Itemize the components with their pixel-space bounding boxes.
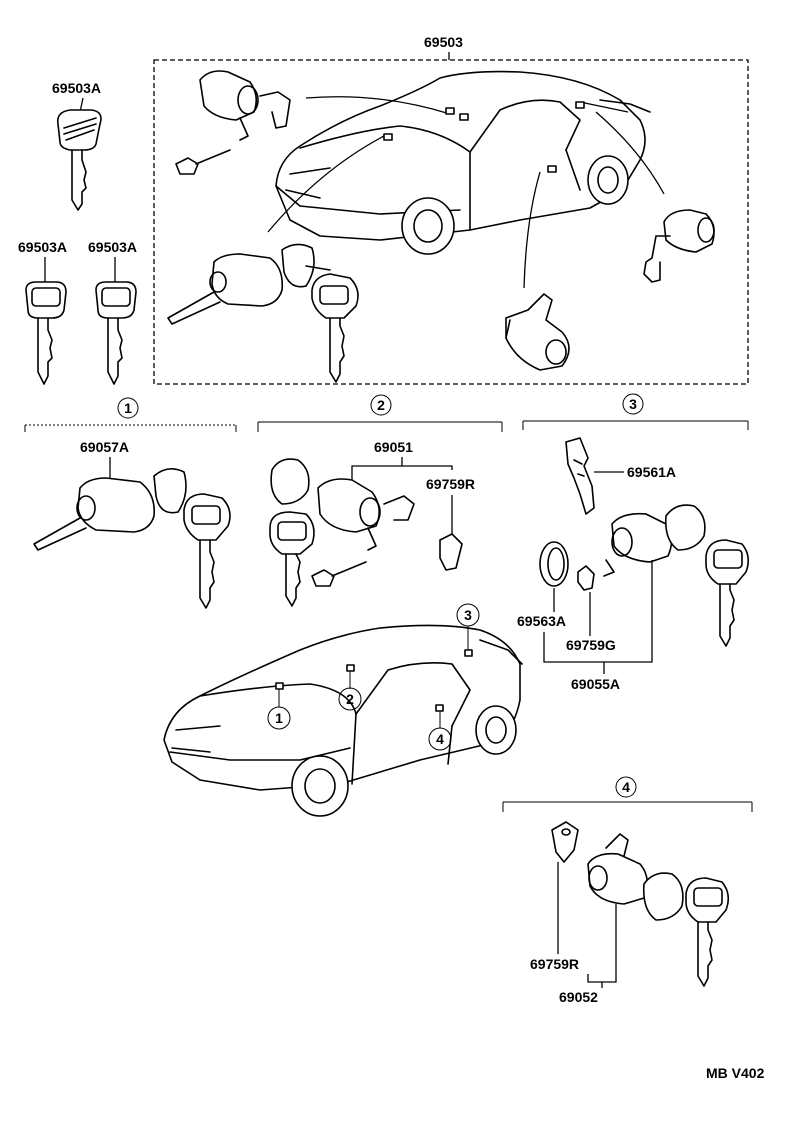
car-callout-1-circle <box>267 706 291 730</box>
top-lock-marker-2 <box>445 107 455 115</box>
pad-ring-icon <box>539 541 569 587</box>
top-lock-marker-3 <box>459 113 469 121</box>
section-1-circle <box>117 397 139 419</box>
section-1-number: 1 <box>124 400 132 416</box>
rear-clip-icon <box>551 821 579 863</box>
label-69503A-master: 69503A <box>52 80 101 96</box>
car-callout-2: 2 <box>346 691 354 707</box>
top-trunk-cylinder-icon <box>643 209 715 283</box>
diagram-code: MB V402 <box>706 1065 765 1081</box>
section-4-number: 4 <box>622 779 630 795</box>
car-lock-marker-1 <box>275 682 284 690</box>
top-cable-5 <box>579 101 629 113</box>
label-69055A: 69055A <box>571 676 620 692</box>
top-cable-2 <box>267 135 385 233</box>
top-cable-4 <box>595 111 665 195</box>
car-callout-3: 3 <box>464 607 472 623</box>
car-callout-4: 4 <box>436 731 444 747</box>
car-lock-marker-4 <box>435 704 444 712</box>
top-cable-1 <box>305 96 451 115</box>
leader-69052 <box>587 904 617 988</box>
top-ignition-cylinder-icon <box>167 243 331 325</box>
door-key-top-icon <box>270 458 310 505</box>
label-69052: 69052 <box>559 989 598 1005</box>
middle-car-drawing <box>163 624 523 817</box>
label-69503A-left: 69503A <box>18 239 67 255</box>
trunk-key-top-icon <box>664 504 706 551</box>
label-69759G: 69759G <box>566 637 616 653</box>
trunk-key-icon <box>705 539 750 647</box>
section-2-circle <box>370 394 392 416</box>
label-69057A: 69057A <box>80 439 129 455</box>
label-69759R-rear: 69759R <box>530 956 579 972</box>
rear-cylinder-icon <box>587 833 648 905</box>
car-callout-3-circle <box>456 603 480 627</box>
top-cable-3 <box>523 171 541 289</box>
label-69759R-front: 69759R <box>426 476 475 492</box>
ignition-key-icon <box>183 493 231 609</box>
car-callout-2-circle <box>338 687 362 711</box>
door-key-icon <box>269 511 315 607</box>
top-lock-marker-4 <box>575 101 585 109</box>
top-ignition-key-icon <box>311 273 359 383</box>
car-callout-4-circle <box>428 727 452 751</box>
top-rear-cylinder-icon <box>505 293 570 371</box>
ignition-cylinder-icon <box>33 468 187 551</box>
leader-69055A <box>543 560 653 674</box>
key-left-icon <box>25 281 67 385</box>
key-right-icon <box>95 281 137 385</box>
section-3-circle <box>622 393 644 415</box>
top-lock-marker-5 <box>547 165 557 173</box>
label-69561A: 69561A <box>627 464 676 480</box>
section-4-circle <box>615 776 637 798</box>
master-key-icon <box>56 109 102 211</box>
rear-key-icon <box>685 877 730 987</box>
car-callout-1: 1 <box>275 710 283 726</box>
section-3-number: 3 <box>629 396 637 412</box>
assembly-dashed-box <box>153 59 749 385</box>
section-2-number: 2 <box>377 397 385 413</box>
door-clip-icon <box>439 533 463 571</box>
label-69503: 69503 <box>424 34 463 50</box>
clip-g-icon <box>577 565 595 591</box>
label-69563A: 69563A <box>517 613 566 629</box>
label-69503A-right: 69503A <box>88 239 137 255</box>
top-door-cylinder-icon <box>175 70 291 175</box>
trunk-cylinder-icon <box>603 512 673 577</box>
rear-key-top-icon <box>642 872 684 921</box>
car-lock-marker-2 <box>346 664 355 672</box>
lever-icon <box>565 437 595 515</box>
top-car-drawing <box>275 70 651 255</box>
door-cylinder-icon <box>311 478 415 587</box>
car-lock-marker-3 <box>464 649 473 657</box>
top-lock-marker-1 <box>383 133 393 141</box>
label-69051: 69051 <box>374 439 413 455</box>
